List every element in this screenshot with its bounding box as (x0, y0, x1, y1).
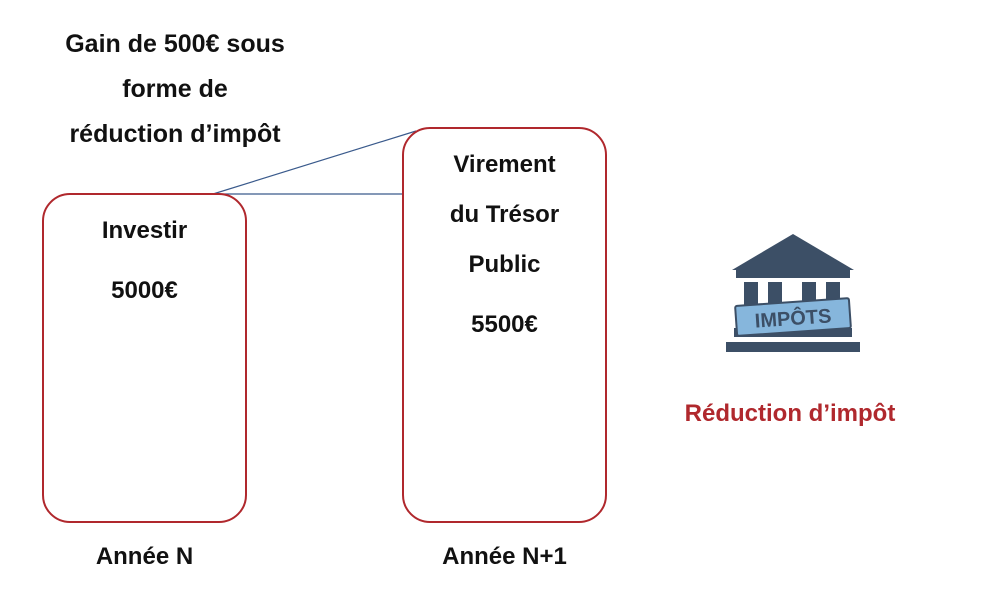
year-n-box: Investir 5000€ (42, 193, 247, 523)
transfer-label-line-1: Virement (453, 151, 556, 178)
headline-line-3: réduction d’impôt (69, 120, 281, 148)
headline-line-2: forme de (122, 75, 228, 103)
transfer-label-line-3: Public (468, 251, 541, 278)
tax-office-icon: IMPÔTS (726, 234, 860, 352)
year-n-label: Année N (95, 543, 194, 570)
headline-line-1: Gain de 500€ sous (65, 30, 285, 58)
year-n1-box: Virement du Trésor Public 5500€ (402, 127, 607, 523)
invest-amount: 5000€ (111, 277, 178, 304)
invest-label: Investir (101, 217, 188, 244)
transfer-label-line-2: du Trésor (449, 201, 560, 228)
transfer-amount: 5500€ (471, 311, 538, 338)
year-n1-label: Année N+1 (442, 543, 567, 570)
headline: Gain de 500€ sous forme de réduction d’i… (30, 22, 320, 157)
reduction-label: Réduction d’impôt (684, 400, 896, 427)
